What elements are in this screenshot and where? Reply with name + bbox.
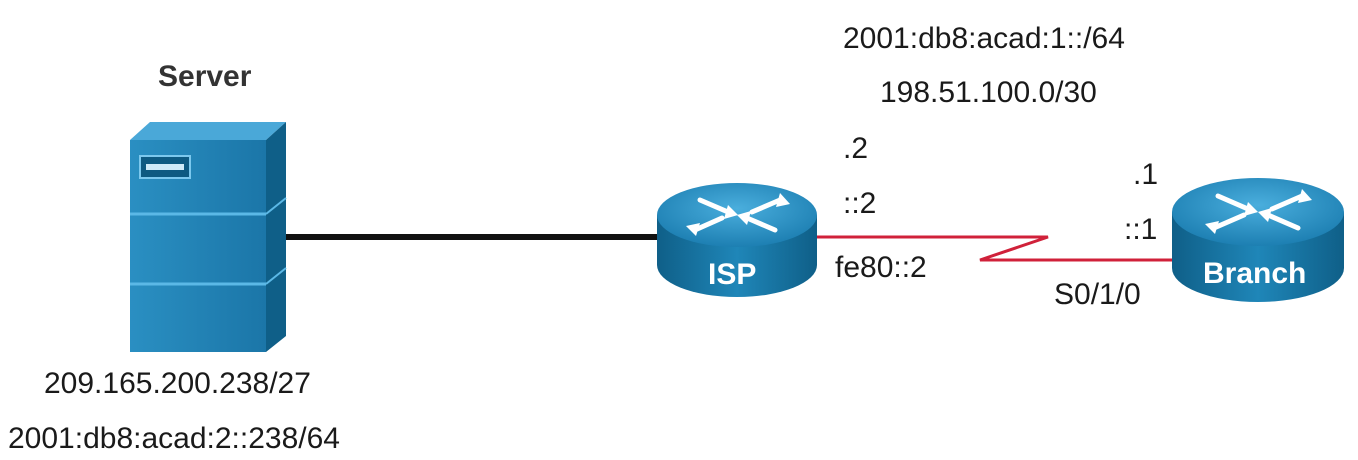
branch-router-icon <box>1172 178 1344 302</box>
branch-interface-label: S0/1/0 <box>1054 278 1141 311</box>
isp-router-name: ISP <box>708 258 757 291</box>
server-ipv6-label: 2001:db8:acad:2::238/64 <box>8 422 340 455</box>
server-name-label: Server <box>158 60 252 93</box>
serial-ipv4-network-label: 198.51.100.0/30 <box>880 76 1097 109</box>
isp-ipv6-host-label: ::2 <box>843 187 877 220</box>
branch-ipv6-host-label: ::1 <box>1124 213 1158 246</box>
branch-router-name: Branch <box>1203 257 1307 290</box>
serial-ipv6-network-label: 2001:db8:acad:1::/64 <box>843 22 1125 55</box>
serial-link <box>815 235 1185 262</box>
isp-router-icon <box>657 183 817 297</box>
isp-ipv4-host-label: .2 <box>843 132 869 165</box>
branch-ipv4-host-label: .1 <box>1133 158 1159 191</box>
server-icon <box>130 122 287 352</box>
isp-link-local-label: fe80::2 <box>835 251 927 284</box>
server-ipv4-label: 209.165.200.238/27 <box>44 367 311 400</box>
